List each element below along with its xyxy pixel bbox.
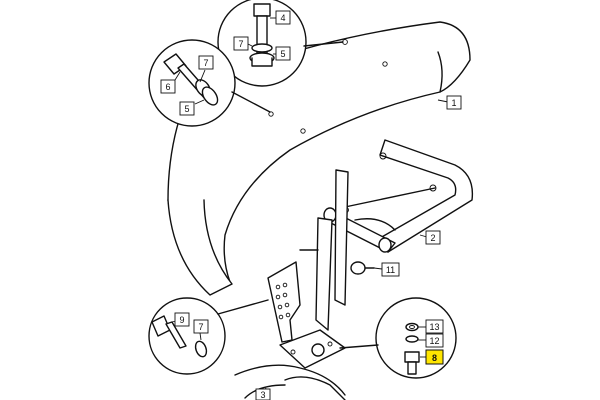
fender [167, 21, 471, 296]
callout-13: 13 [425, 319, 444, 334]
mounting-bracket [234, 261, 346, 400]
callout-7b: 7 [198, 55, 214, 70]
callout-9-label: 9 [179, 315, 184, 325]
callout-7c: 7 [193, 319, 209, 334]
callout-5b: 5 [179, 101, 195, 116]
callout-4-label: 4 [280, 13, 285, 23]
detail-circle-left [148, 39, 271, 127]
callout-1: 1 [446, 95, 462, 110]
callout-5a-label: 5 [280, 49, 285, 59]
callout-3: 3 [255, 388, 271, 400]
callout-6-label: 6 [165, 82, 170, 92]
callout-1-label: 1 [451, 98, 456, 108]
callout-8-highlighted: 8 [425, 349, 444, 365]
callout-12-label: 12 [429, 336, 439, 346]
callout-5a: 5 [275, 46, 291, 61]
callout-6: 6 [160, 79, 176, 94]
callout-7a: 7 [233, 36, 249, 51]
callout-2: 2 [425, 230, 441, 245]
callout-8-label: 8 [432, 353, 437, 363]
callout-2-label: 2 [430, 233, 435, 243]
callout-12: 12 [425, 333, 444, 348]
callout-7a-label: 7 [238, 39, 243, 49]
callout-4: 4 [275, 10, 291, 25]
callout-9: 9 [174, 312, 190, 327]
callout-5b-label: 5 [184, 104, 189, 114]
callout-3-label: 3 [260, 390, 265, 400]
callout-13-label: 13 [429, 322, 439, 332]
support-frame [299, 139, 474, 331]
callout-7b-label: 7 [203, 58, 208, 68]
detail-circle-bottom-left [148, 297, 269, 375]
knob-part [350, 261, 375, 275]
callout-11-label: 11 [386, 265, 395, 275]
callout-7c-label: 7 [198, 322, 203, 332]
callout-11: 11 [381, 262, 400, 277]
